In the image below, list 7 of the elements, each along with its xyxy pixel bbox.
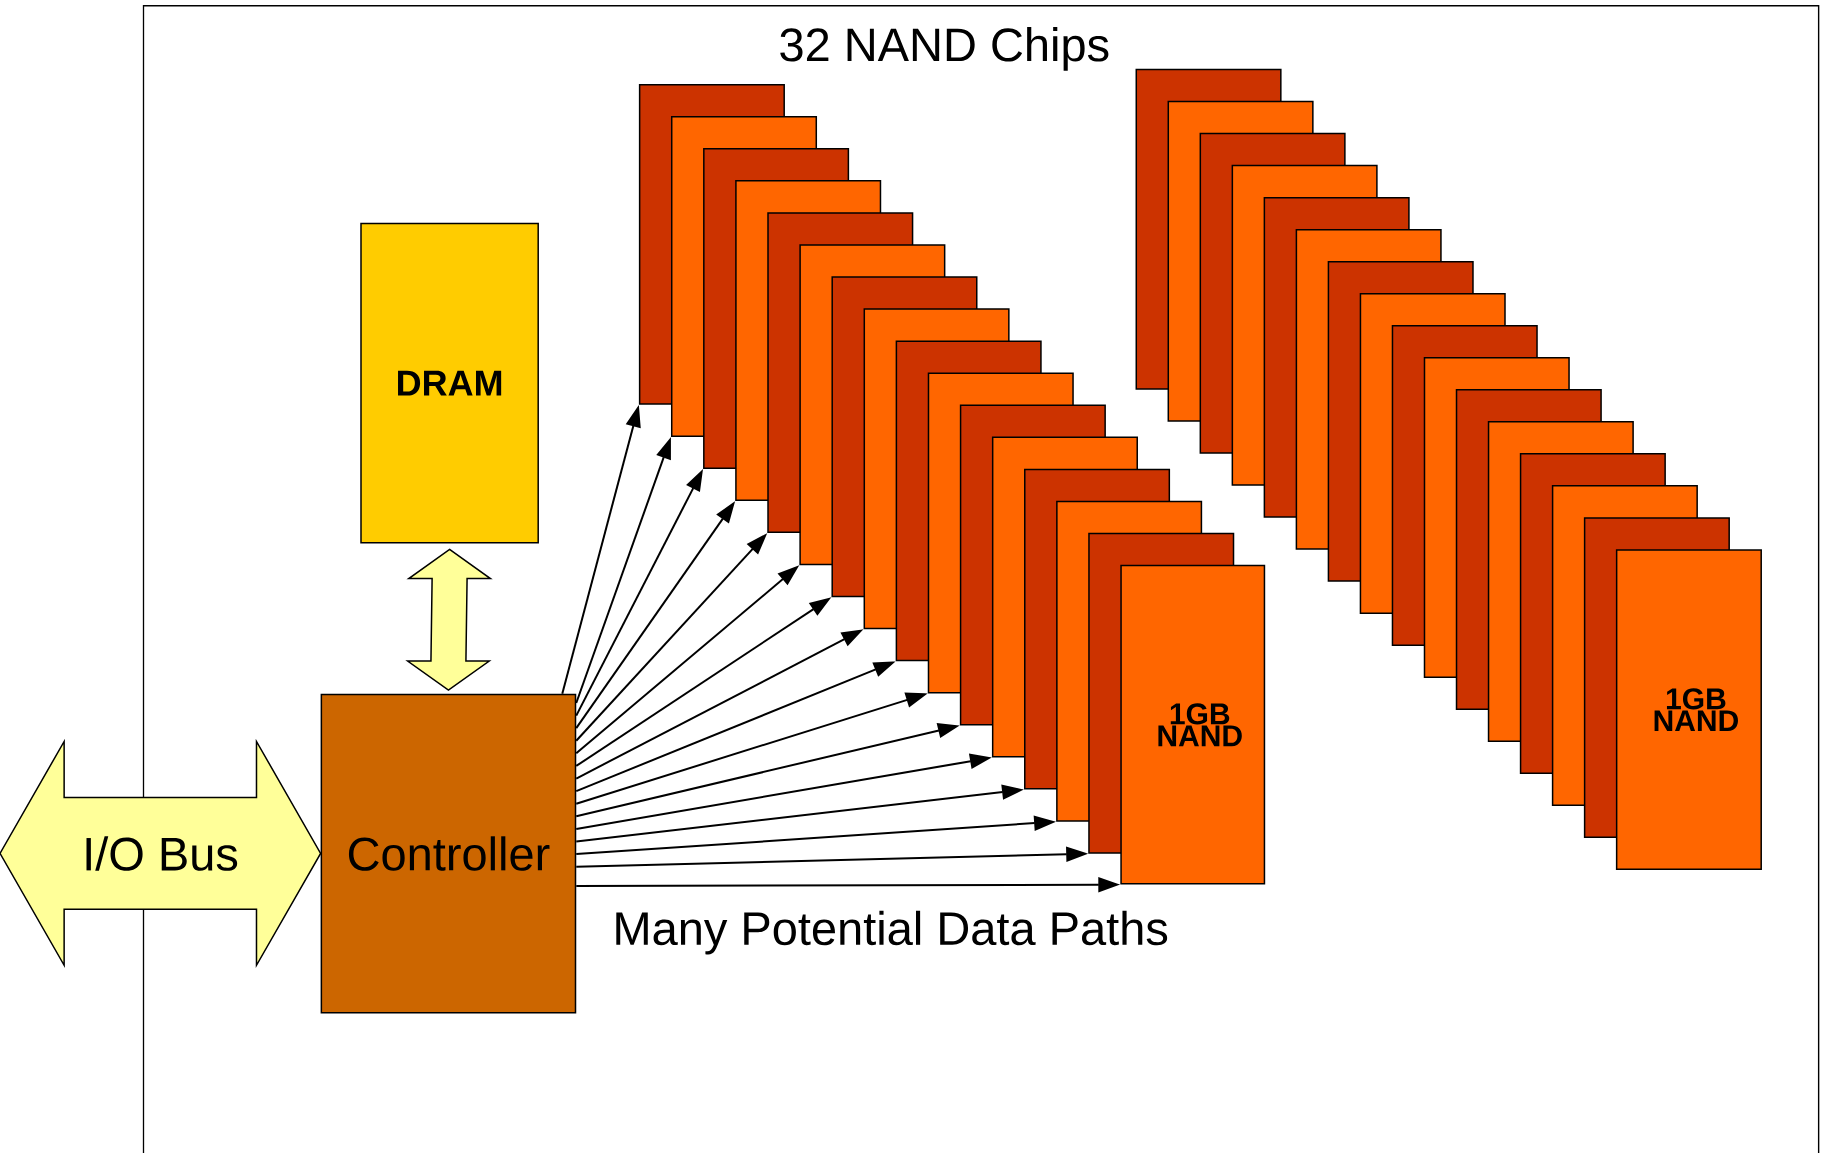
nand-chip: 1GB NAND bbox=[1615, 549, 1762, 871]
dram-chip: DRAM bbox=[360, 222, 539, 544]
caption-label: Many Potential Data Paths bbox=[616, 910, 1168, 955]
caption-label: 32 NAND Chips bbox=[780, 27, 1109, 71]
controller-box: Controller bbox=[320, 693, 577, 1014]
double-arrow bbox=[405, 548, 493, 692]
nand-chip: 1GB NAND bbox=[1120, 564, 1266, 885]
